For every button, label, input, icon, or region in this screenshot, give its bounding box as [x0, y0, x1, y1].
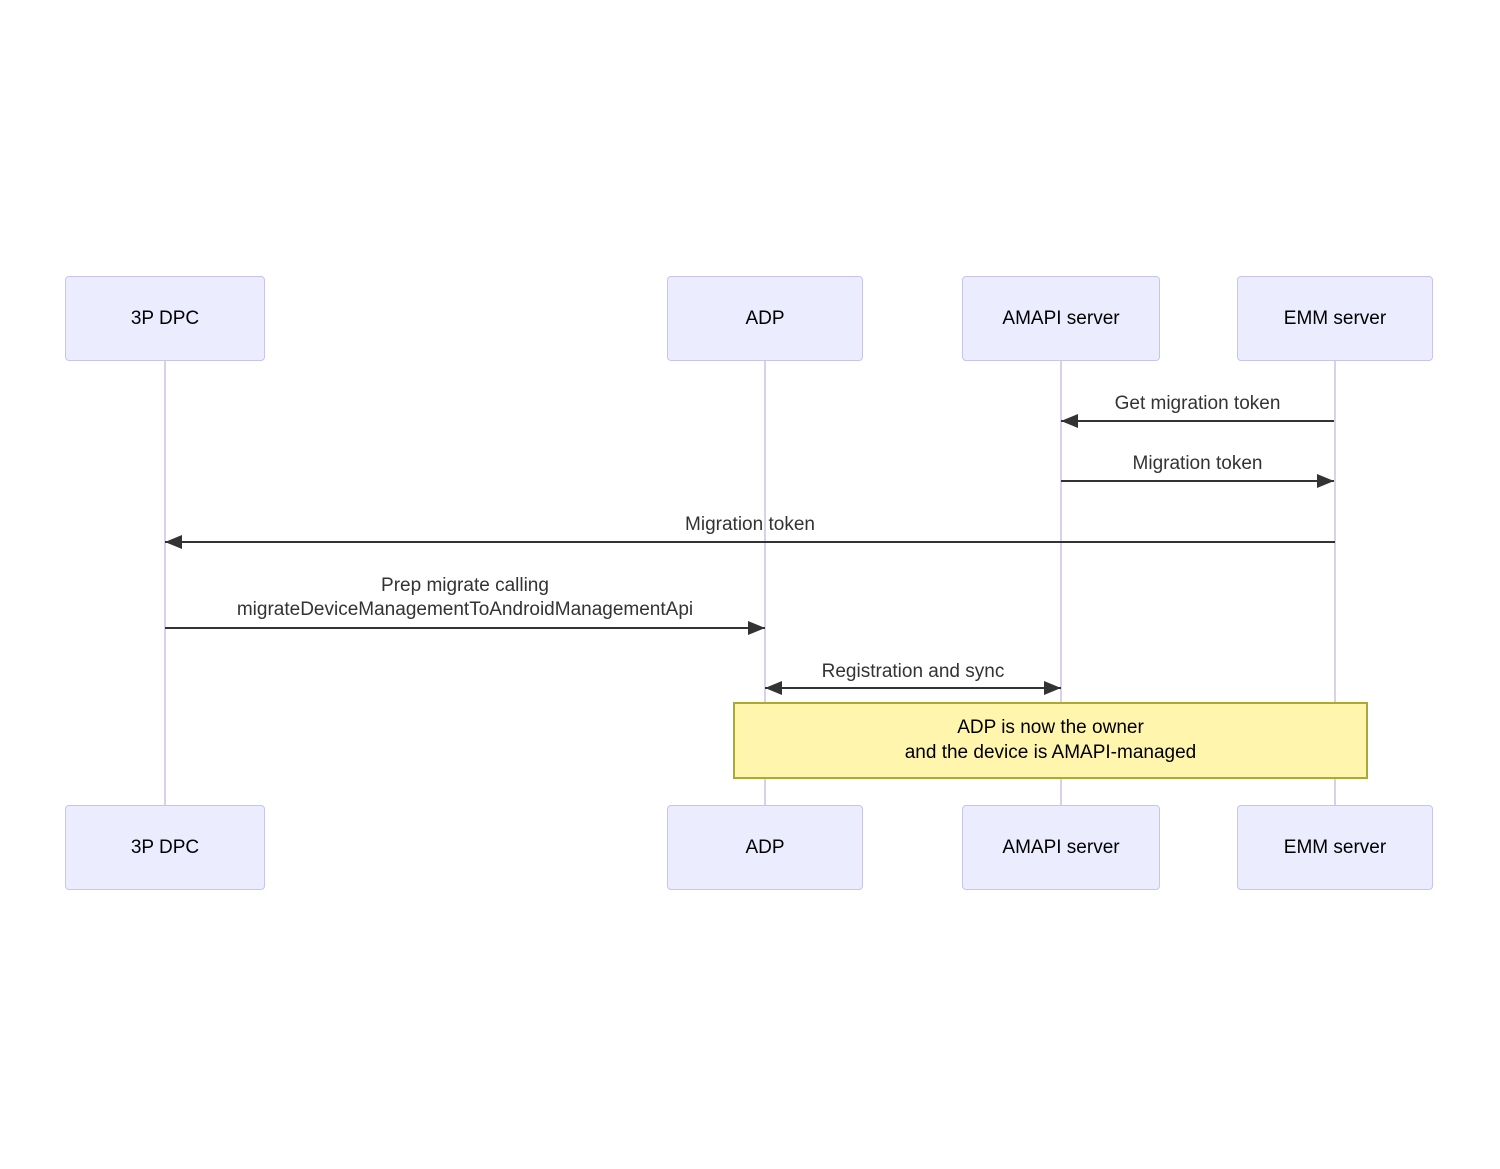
actor-emm-server-top: EMM server [1237, 276, 1433, 361]
arrow-line [165, 627, 765, 629]
note-adp-owner: ADP is now the owner and the device is A… [733, 702, 1368, 779]
message-label-line-2: migrateDeviceManagementToAndroidManageme… [236, 599, 694, 620]
arrowhead-left-icon [165, 535, 182, 549]
message-label-registration-and-sync: Registration and sync [821, 661, 1005, 682]
message-label-prep-migrate: Prep migrate calling migrateDeviceManage… [165, 574, 765, 622]
arrowhead-right-icon [1044, 681, 1061, 695]
lifeline-3p-dpc [164, 361, 166, 805]
lifeline-amapi-server [1060, 361, 1062, 805]
note-line-1: ADP is now the owner [957, 717, 1144, 738]
arrowhead-right-icon [748, 621, 765, 635]
message-label-migration-token-to-emm: Migration token [1132, 453, 1263, 474]
actor-3p-dpc-top: 3P DPC [65, 276, 265, 361]
arrow-line [1061, 480, 1334, 482]
lifeline-adp [764, 361, 766, 805]
arrow-line [765, 687, 1061, 689]
message-label-migration-token-to-dpc: Migration token [685, 514, 815, 535]
arrow-line [165, 541, 1335, 543]
note-line-2: and the device is AMAPI-managed [904, 742, 1197, 763]
arrowhead-right-icon [1317, 474, 1334, 488]
actor-amapi-server-top: AMAPI server [962, 276, 1160, 361]
actor-3p-dpc-bottom: 3P DPC [65, 805, 265, 890]
arrowhead-left-icon [765, 681, 782, 695]
arrow-line [1061, 420, 1334, 422]
lifeline-emm-server [1334, 361, 1336, 805]
message-label-get-migration-token: Get migration token [1114, 393, 1281, 414]
actor-emm-server-bottom: EMM server [1237, 805, 1433, 890]
actor-amapi-server-bottom: AMAPI server [962, 805, 1160, 890]
actor-adp-bottom: ADP [667, 805, 863, 890]
actor-adp-top: ADP [667, 276, 863, 361]
arrowhead-left-icon [1061, 414, 1078, 428]
message-label-line-1: Prep migrate calling [381, 575, 549, 596]
